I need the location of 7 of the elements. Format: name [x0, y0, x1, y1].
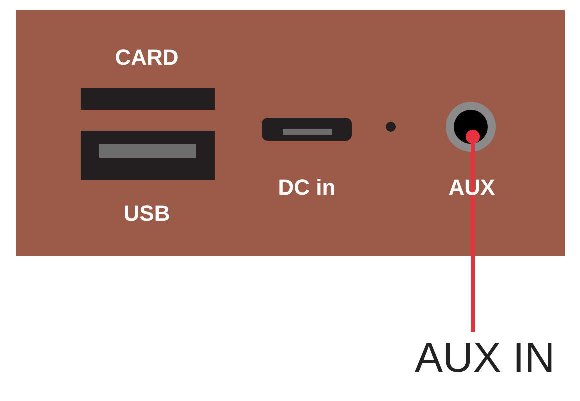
- port-label: USB: [124, 202, 170, 226]
- aux-jack: [446, 102, 496, 152]
- port-label: AUX: [448, 176, 496, 200]
- leader-line: [466, 130, 480, 332]
- port-label: CARD: [115, 46, 179, 70]
- port-label: DC in: [278, 176, 336, 200]
- callout-text: AUX IN: [415, 336, 556, 380]
